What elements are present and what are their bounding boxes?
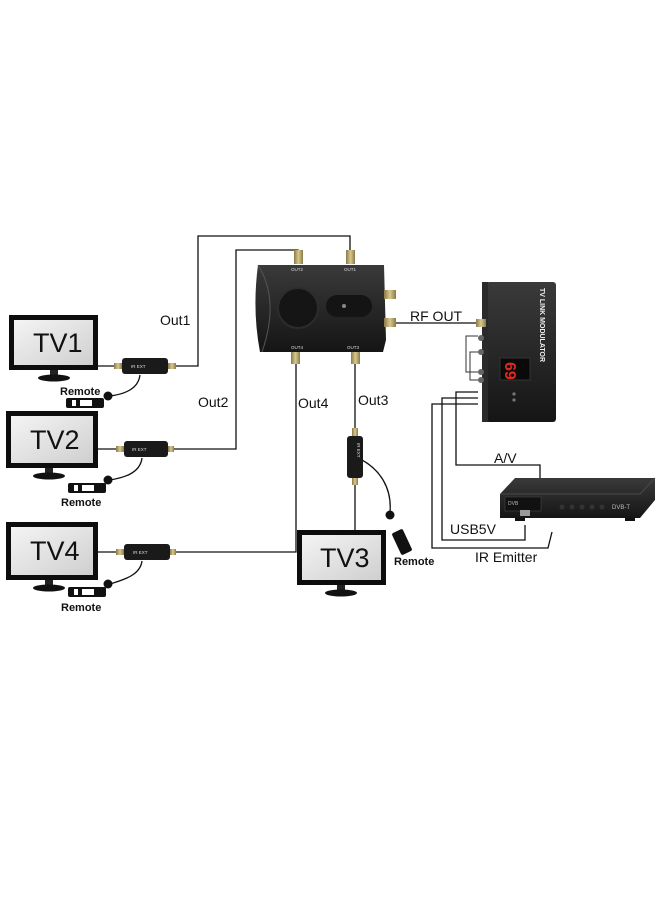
ir-cord-tv3	[361, 459, 391, 513]
ir-extender-tv4-text: IR EXT	[133, 550, 148, 555]
tv2-label: TV2	[30, 425, 80, 455]
tv3-label: TV3	[320, 543, 370, 573]
remote-tv3-icon	[392, 529, 412, 555]
remote-tv4-label: Remote	[61, 602, 101, 614]
remote-tv2-label: Remote	[61, 497, 101, 509]
label-out2: Out2	[198, 394, 229, 410]
wire-out4	[174, 362, 297, 553]
splitter-label-out4: OUT4	[291, 345, 303, 350]
tv-link-modulator: TV LINK MODULATOR 69	[476, 282, 556, 422]
remote-tv2: Remote	[61, 483, 106, 509]
splitter-port-out1	[346, 250, 355, 264]
ir-eye-tv2	[103, 475, 113, 485]
splitter-label-out2: OUT2	[291, 267, 303, 272]
ir-eye-tv3	[385, 510, 395, 520]
ir-extender-tv3: IR EXT	[347, 428, 363, 485]
label-av: A/V	[494, 450, 517, 466]
wire-usb	[441, 397, 526, 541]
ir-eye-tv4	[103, 579, 113, 589]
wire-mod-loop-2	[469, 351, 478, 381]
tv3: TV3	[297, 530, 386, 597]
wire-mod-loop-1	[465, 335, 478, 373]
modulator-title: TV LINK MODULATOR	[538, 288, 545, 362]
splitter-label-out1: OUT1	[344, 267, 356, 272]
remote-tv4: Remote	[61, 587, 106, 614]
wire-ir	[431, 403, 553, 549]
tv2: TV2	[6, 411, 98, 480]
tv1: TV1	[9, 315, 98, 382]
label-ir-emitter: IR Emitter	[475, 549, 538, 565]
ir-eye-tv1	[103, 391, 113, 401]
dvb-brand: DVB	[508, 501, 519, 507]
label-out4: Out4	[298, 395, 329, 411]
dvb-model: DVB-T	[612, 505, 630, 511]
ir-cord-tv1	[109, 374, 141, 397]
wire-av	[455, 391, 541, 478]
label-rf-out: RF OUT	[410, 308, 463, 324]
remote-tv1: Remote	[60, 386, 104, 408]
tv4-label: TV4	[30, 536, 80, 566]
ir-extender-tv4: IR EXT	[116, 544, 176, 560]
dvb-usb-port	[520, 510, 530, 516]
ir-extender-tv2: IR EXT	[116, 441, 174, 457]
remote-tv1-label: Remote	[60, 386, 100, 398]
dvb-set-top-box: DVB DVB-T	[500, 477, 656, 521]
modulator-display	[499, 357, 531, 381]
remote-tv3-label: Remote	[394, 556, 434, 568]
splitter-port-out2	[294, 250, 303, 264]
remote-tv3: Remote	[392, 529, 434, 568]
splitter-port-out4	[291, 352, 300, 364]
ir-cord-tv4	[109, 560, 143, 585]
splitter-port-in	[384, 290, 396, 299]
label-out3: Out3	[358, 392, 389, 408]
ir-extender-tv1-text: IR EXT	[131, 364, 146, 369]
ir-extender-tv2-text: IR EXT	[132, 447, 147, 452]
ir-extender-tv1: IR EXT	[114, 358, 176, 374]
wire-out1	[175, 235, 351, 367]
modulator-display-value: 69	[501, 362, 518, 380]
splitter-port-out3	[351, 352, 360, 364]
ir-cord-tv2	[109, 457, 143, 481]
splitter-port-out	[384, 318, 396, 327]
splitter: OUT2 OUT1 OUT4 OUT3	[255, 250, 396, 364]
label-usb5v: USB5V	[450, 521, 497, 537]
tv4: TV4	[6, 522, 98, 592]
tv1-label: TV1	[33, 328, 83, 358]
label-out1: Out1	[160, 312, 191, 328]
splitter-label-out3: OUT3	[347, 345, 359, 350]
ir-extender-tv3-text: IR EXT	[356, 443, 361, 458]
